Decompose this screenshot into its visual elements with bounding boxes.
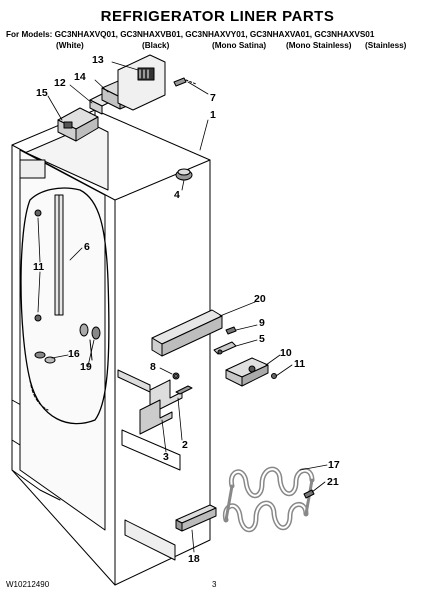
light-housing-part-10	[225, 357, 277, 387]
callout-leaders	[37, 61, 328, 553]
callout-1: 1	[210, 109, 216, 121]
finish-label-mono-stainless: (Mono Stainless)	[286, 41, 352, 50]
callout-13: 13	[92, 54, 104, 66]
callout-15: 15	[36, 87, 48, 99]
foam-block-part-18	[175, 504, 217, 532]
finish-label-stainless: (Stainless)	[365, 41, 407, 50]
evaporator-coil-part-17	[222, 466, 315, 533]
callout-11-left: 11	[33, 261, 45, 273]
screw-part-21	[303, 489, 315, 499]
callout-3: 3	[163, 451, 169, 463]
callout-11-right: 11	[294, 358, 306, 370]
callout-10: 10	[280, 347, 292, 359]
page-number: 3	[212, 580, 217, 589]
clips-part-16-19	[34, 323, 101, 364]
callout-16: 16	[68, 348, 80, 360]
callout-20: 20	[254, 293, 266, 305]
callout-19: 19	[80, 361, 92, 373]
screw-part-8	[172, 372, 180, 380]
screw-part-9	[225, 326, 237, 335]
callout-17: 17	[328, 459, 340, 471]
control-housing-assembly	[57, 54, 166, 142]
grommet-part-4	[175, 168, 193, 181]
callout-14: 14	[74, 71, 86, 83]
callout-4: 4	[174, 189, 180, 201]
model-list: For Models: GC3NHAXVQ01, GC3NHAXVB01, GC…	[6, 30, 375, 39]
liner-inner-details	[19, 149, 181, 561]
screw-part-7	[173, 77, 197, 87]
bracket-part-5	[213, 341, 237, 355]
screws-part-11-left	[34, 209, 42, 322]
page-title: REFRIGERATOR LINER PARTS	[100, 8, 335, 25]
document-number: W10212490	[6, 580, 50, 589]
callout-6: 6	[84, 241, 90, 253]
finish-label-white: (White)	[56, 41, 84, 50]
callout-7: 7	[210, 92, 216, 104]
callout-2: 2	[182, 439, 188, 451]
finish-label-mono-satina: (Mono Satina)	[212, 41, 267, 50]
shelf-support-part-20	[151, 309, 223, 357]
callout-21: 21	[327, 476, 339, 488]
callout-18: 18	[188, 553, 200, 565]
callout-8: 8	[150, 361, 156, 373]
finish-label-black: (Black)	[142, 41, 170, 50]
brackets-part-2-3	[139, 379, 193, 435]
callout-5: 5	[259, 333, 265, 345]
callout-12: 12	[54, 77, 66, 89]
heater-loop-part-6	[20, 187, 110, 425]
callout-9: 9	[259, 317, 265, 329]
